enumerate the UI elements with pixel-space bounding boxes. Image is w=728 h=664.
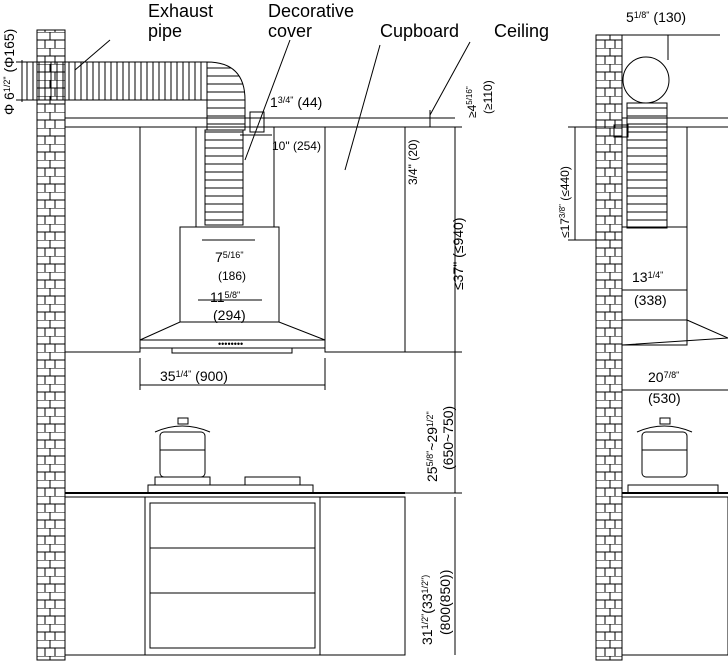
dim-ceiling-gap: ≥45/16" [465,86,479,118]
label-ceiling: Ceiling [494,21,549,41]
burner-right [244,476,301,486]
exhaust-pipe [21,61,208,101]
label-decorative: Decorative [268,1,354,21]
side-cooking-pot [641,431,688,478]
dim-side-width-338: 131/4" [632,269,663,285]
dim-side-height-440: ≤173/8" (≤440) [558,166,572,238]
cupboard-right [324,126,406,353]
drawer-1 [149,502,316,549]
label-pipe: pipe [148,21,182,41]
exhaust-pipe-vertical [204,129,244,226]
drawer-3 [149,592,316,649]
label-cover: cover [268,21,312,41]
hood-canopy [139,321,326,341]
side-burner [627,484,719,494]
dim-inner-294-mm: (294) [213,307,246,323]
side-pipe-opening [622,56,670,104]
stove-base [147,484,314,494]
dim-counter-height: 311/2"(331/2") [419,575,435,645]
dim-ceiling-gap-mm: (≥110) [481,80,495,114]
cupboard-left [64,126,141,353]
brick-wall-left [36,29,66,661]
side-exhaust-pipe [626,102,668,229]
dim-counter-height-mm: (800(850)) [437,570,453,635]
dim-inner-294: 115/8" [210,289,240,305]
dim-pipe-diameter: Φ 61/2" (Φ165) [1,29,17,115]
side-hood-canopy [621,319,728,346]
dim-inner-186-mm: (186) [218,269,246,283]
dim-cook-gap: 255/8"~291/2" [424,411,440,482]
dim-gap-44: 13/4" (44) [270,94,322,110]
dim-width-254: 10" (254) [272,139,321,153]
dim-inner-186: 75/16" [215,249,244,265]
control-panel-dots: •••••••• [218,339,243,349]
label-cupboard: Cupboard [380,21,459,41]
dim-cook-gap-mm: (650~750) [440,406,456,470]
dim-side-width-338-mm: (338) [634,292,667,308]
burner-left [154,476,211,486]
dim-side-width-530: 207/8" [648,369,679,385]
dim-height-940: ≤37" (≤940) [450,218,466,290]
brick-wall-right [595,34,623,661]
dim-hood-900: 351/4" (900) [160,368,228,384]
dim-side-pipe: 51/8" (130) [626,9,686,25]
cooking-pot [159,431,206,478]
label-exhaust: Exhaust [148,1,213,21]
dim-cover-gap: 3/4" (20) [406,139,420,185]
drawer-2 [149,547,316,594]
dim-side-width-530-mm: (530) [648,390,681,406]
exhaust-pipe-elbow [206,61,246,131]
